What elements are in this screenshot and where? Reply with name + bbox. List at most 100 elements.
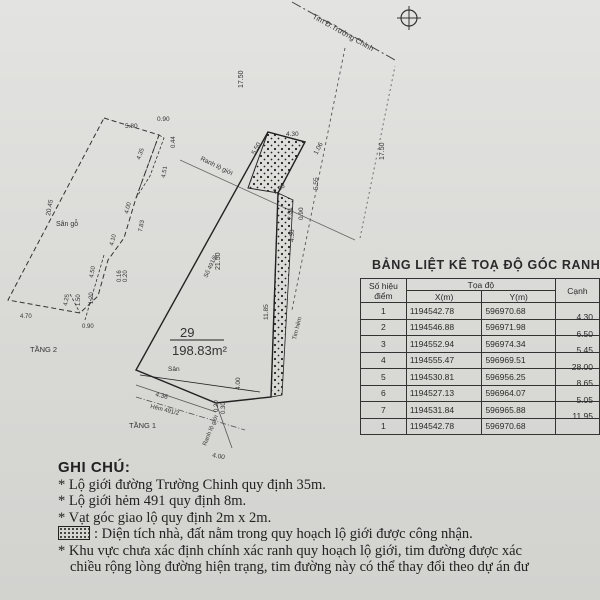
- lot-number: 29: [180, 325, 194, 340]
- dim-1185: 11.85: [263, 304, 270, 320]
- y-coord-cell: 596956.25: [481, 368, 556, 386]
- f2-room-label: Sân gỗ: [56, 219, 78, 228]
- f2-dim-090: 0.90: [157, 116, 170, 123]
- alley-boundary-shaded-area: [270, 192, 294, 398]
- note-line-2: * Lộ giới hẻm 491 quy định 8m.: [58, 493, 247, 509]
- x-coord-cell: 1194546.88: [405, 318, 483, 336]
- floor1-plot: [135, 131, 307, 449]
- dim-2150: 21.50: [215, 252, 222, 270]
- f2-dim-580: 5.80: [125, 123, 138, 130]
- x-coord-cell: 1194552.94: [405, 335, 483, 353]
- alley-center-label: Tim hẻm: [292, 317, 303, 341]
- road-centerline: [291, 1, 396, 61]
- point-cell: 4: [360, 351, 407, 369]
- dim-020: 0.20: [214, 400, 220, 412]
- col-edge-header: Cạnh: [554, 278, 600, 303]
- f2-dim-090b: 0.90: [82, 324, 94, 330]
- floor1-label: TẦNG 1: [129, 420, 156, 430]
- f2-dim-451: 4.51: [161, 165, 169, 178]
- f2-dim-783: 7.83: [138, 219, 146, 232]
- dim-030: 0.30: [221, 402, 227, 414]
- col-coord-header: Tọa độ: [405, 278, 556, 291]
- dim-430-top: 4.30: [286, 131, 299, 138]
- x-coord-cell: 1194542.78: [405, 417, 483, 435]
- note-legend-text: : Diện tích nhà, đất nằm trong quy hoạch…: [94, 526, 473, 542]
- edge-cell: 6.50: [554, 318, 600, 339]
- edge-length: 5.45: [576, 345, 593, 355]
- notes-section: GHI CHÚ: * Lộ giới đường Trường Chinh qu…: [58, 459, 600, 576]
- f2-dim-2045: 20.45: [45, 199, 55, 217]
- notes-heading: GHI CHÚ:: [58, 459, 131, 476]
- y-coord-cell: 596965.88: [481, 401, 556, 419]
- boundary-label: Ranh lộ giới: [199, 156, 234, 178]
- f2-dim-020: 0.20: [123, 270, 129, 282]
- point-cell: 2: [360, 318, 407, 336]
- edge-length: 11.95: [572, 411, 593, 421]
- x-coord-cell: 1194530.81: [405, 368, 483, 386]
- floor2-label: TẦNG 2: [30, 344, 57, 354]
- f2-dim-016: 0.16: [117, 270, 123, 282]
- edge-length: 8.65: [576, 378, 593, 388]
- dim-430-side: 4.30: [289, 229, 296, 242]
- point-cell: 7: [360, 401, 407, 419]
- y-coord-cell: 596970.68: [481, 417, 556, 435]
- col-point-header: Số hiệu điểm: [360, 278, 407, 303]
- edge-cell: 11.95: [554, 401, 600, 421]
- edge-length: 4.30: [576, 312, 593, 322]
- edge-cell: 5.45: [554, 335, 600, 355]
- point-cell: 1: [360, 302, 407, 320]
- f2-dim-150: 1.50: [76, 294, 82, 306]
- note-line-5a: * Khu vực chưa xác định chính xác ranh q…: [58, 542, 522, 559]
- f2-dim-435: 4.35: [136, 147, 146, 161]
- edge-length: 6.50: [576, 328, 593, 339]
- y-coord-cell: 596970.68: [481, 302, 556, 320]
- edge-length: 28.00: [571, 361, 593, 372]
- dim-106: 1.06: [313, 141, 325, 156]
- y-coord-cell: 596974.34: [481, 335, 556, 353]
- x-coord-cell: 1194555.47: [405, 351, 483, 369]
- dotted-legend-icon: [58, 526, 90, 540]
- edge-cell: [554, 417, 600, 435]
- point-cell: 3: [360, 335, 407, 353]
- road-boundary-shaded-area: [247, 131, 306, 194]
- point-cell: 6: [360, 384, 407, 402]
- f2-dim-410: 4.10: [109, 233, 118, 246]
- note-line-3: * Vạt góc giao lộ quy định 2m x 2m.: [58, 509, 272, 526]
- road-offset-right: 17.50: [379, 142, 386, 160]
- dim-436: 4.36: [155, 391, 169, 401]
- f2-dim-425: 4.25: [63, 293, 71, 306]
- road-centerline-label: Tim Đ.Trường Chinh: [311, 12, 375, 53]
- north-arrow-icon: [397, 6, 421, 30]
- y-coord-cell: 596964.07: [481, 384, 556, 402]
- note-legend: : Diện tích nhà, đất nằm trong quy hoạch…: [58, 526, 600, 543]
- note-line-1: * Lộ giới đường Trường Chinh quy định 35…: [58, 476, 326, 493]
- edge-cell: 8.65: [554, 368, 600, 388]
- coordinate-table-title: BẢNG LIỆT KÊ TOẠ ĐỘ GÓC RANH: [372, 258, 600, 272]
- f2-dim-120: 1.20: [89, 292, 95, 304]
- x-coord-cell: 1194531.84: [405, 401, 483, 419]
- road-edge-line: [359, 65, 396, 239]
- boundary-guide-line: [179, 159, 356, 241]
- yard-label: Sân: [168, 366, 180, 373]
- dim-400-b2: 4.00: [212, 452, 226, 461]
- edge-cell: 4.30: [554, 302, 600, 322]
- x-coord-cell: 1194542.78: [405, 302, 483, 320]
- point-cell: 5: [360, 368, 407, 386]
- edge-length: 5.05: [576, 394, 593, 405]
- f2-dim-450: 4.50: [89, 265, 97, 278]
- dim-201: 2.01: [287, 207, 294, 220]
- floor2-plot: [7, 117, 165, 321]
- dim-555: 5.55: [313, 177, 320, 190]
- col-x-header: X(m): [405, 290, 483, 303]
